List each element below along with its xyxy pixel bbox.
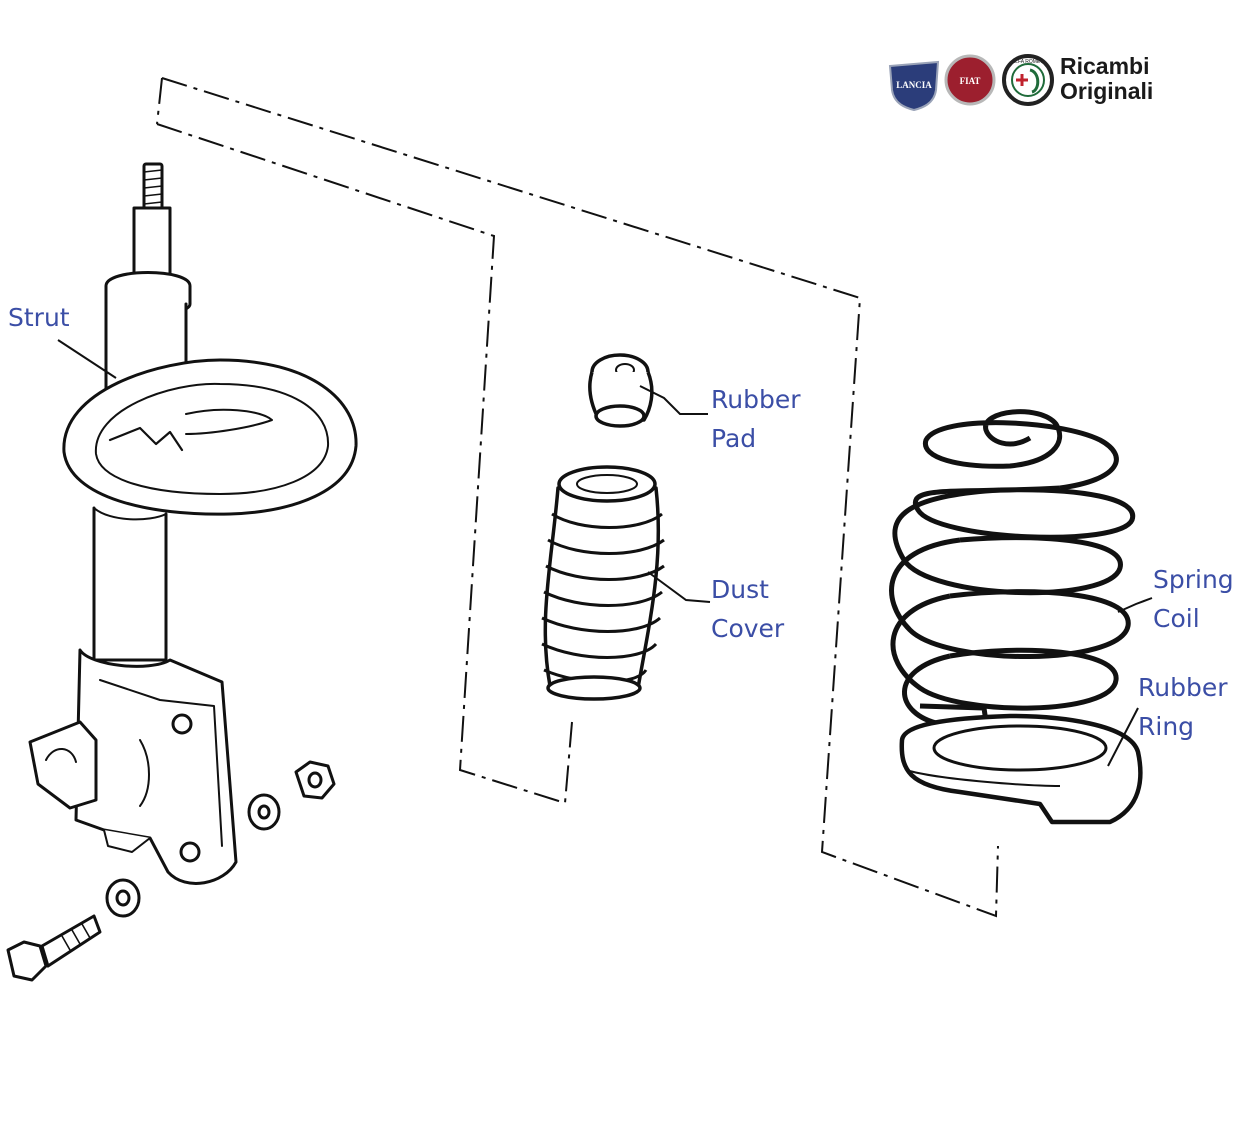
fiat-logo: FIAT	[944, 54, 996, 106]
label-rubber-pad-line-2: Pad	[711, 424, 757, 453]
assembly-guide-lines	[156, 77, 999, 918]
leader-lines	[57, 339, 1153, 767]
rubber-pad-drawing	[588, 353, 654, 428]
lancia-logo-text: LANCIA	[896, 80, 932, 90]
alfa-romeo-logo-text: ALFA ROMEO	[1012, 59, 1044, 65]
label-strut: Strut	[8, 298, 70, 337]
brand-title: Ricambi Originali	[1060, 54, 1153, 104]
label-dust-cover-line-1: Dust	[711, 575, 769, 604]
brand-line-1: Ricambi	[1060, 53, 1150, 79]
bolt-shank	[40, 914, 102, 968]
label-rubber-pad: Rubber Pad	[711, 380, 801, 458]
leader-spring-coil	[1117, 597, 1153, 613]
label-spring-coil-line-1: Spring	[1153, 565, 1234, 594]
lancia-logo: LANCIA	[888, 60, 940, 112]
label-spring-coil: Spring Coil	[1153, 560, 1234, 638]
brand-line-2: Originali	[1060, 78, 1154, 104]
label-rubber-ring-line-2: Ring	[1138, 712, 1195, 741]
label-dust-cover-line-2: Cover	[711, 614, 785, 643]
leader-strut	[57, 339, 117, 379]
mounting-hardware	[6, 760, 336, 982]
fiat-logo-text: FIAT	[960, 76, 981, 86]
rubber-ring-drawing	[899, 713, 1143, 825]
leader-rubber-ring	[1107, 707, 1139, 767]
leader-rubber-pad	[639, 385, 708, 415]
dust-cover-drawing	[541, 465, 665, 701]
brand-logos: LANCIA FIAT ALFA ROMEO	[888, 54, 1054, 112]
label-rubber-ring-line-1: Rubber	[1138, 673, 1228, 702]
label-rubber-ring: Rubber Ring	[1138, 668, 1228, 746]
strut-drawing	[28, 162, 358, 885]
spring-coil-drawing	[889, 409, 1136, 727]
alfa-romeo-logo: ALFA ROMEO	[1002, 54, 1054, 106]
leader-dust-cover	[647, 571, 711, 603]
label-dust-cover: Dust Cover	[711, 570, 784, 648]
label-rubber-pad-line-1: Rubber	[711, 385, 801, 414]
label-spring-coil-line-2: Coil	[1153, 604, 1200, 633]
label-strut-text: Strut	[8, 303, 70, 332]
bolt-head	[6, 940, 48, 982]
